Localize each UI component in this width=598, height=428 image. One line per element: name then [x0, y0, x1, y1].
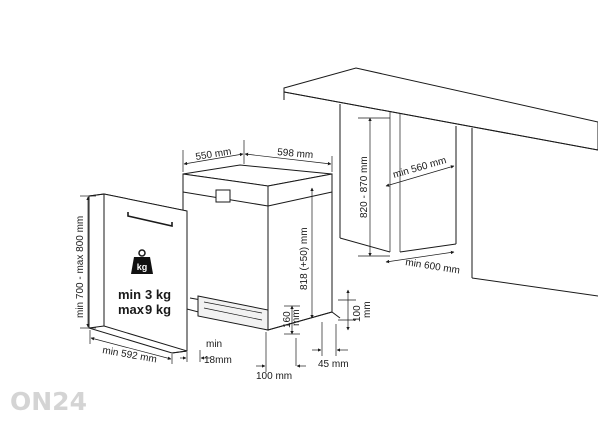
- weight-max-label: max: [118, 302, 145, 317]
- foot-height-label-a: 100: [352, 305, 363, 322]
- width-label: 598 mm: [277, 147, 314, 161]
- plinth-depth-label: 100 mm: [256, 371, 292, 382]
- weight-min-label: min: [118, 287, 141, 302]
- door-height-label: min 700 - max 800 mm: [75, 216, 86, 318]
- weight-max-value: 9 kg: [145, 302, 171, 317]
- niche-width-label: min 600 mm: [405, 257, 461, 276]
- niche-dimensions: [358, 117, 455, 264]
- top-dimensions: [182, 140, 333, 172]
- foot-depth-label: 45 mm: [318, 359, 349, 370]
- kick-value-label: 18mm: [204, 355, 232, 366]
- plinth-height-label-a: 160: [282, 311, 293, 328]
- plinth-dimensions: [256, 305, 306, 372]
- foot-dimensions: [312, 289, 356, 356]
- foot-height-label-b: mm: [362, 301, 373, 318]
- control-panel-icon: [215, 189, 231, 203]
- kick-min-label: min: [206, 339, 222, 350]
- depth-label: 550 mm: [195, 146, 232, 163]
- plinth-height-label-b: mm: [291, 309, 302, 326]
- dishwasher-body: [182, 164, 341, 331]
- door-dimensions: [80, 195, 173, 364]
- watermark-logo: ON24: [10, 387, 87, 416]
- door-handle-icon: [127, 212, 173, 228]
- appliance-height-label: 818 (+50) mm: [299, 227, 310, 290]
- kg-icon-label: kg: [137, 262, 148, 272]
- kg-weight-icon: [131, 249, 153, 274]
- weight-min-value: 3 kg: [145, 287, 171, 302]
- niche-height-label: 820 - 870 mm: [359, 156, 370, 218]
- kick-dimension: [180, 350, 210, 362]
